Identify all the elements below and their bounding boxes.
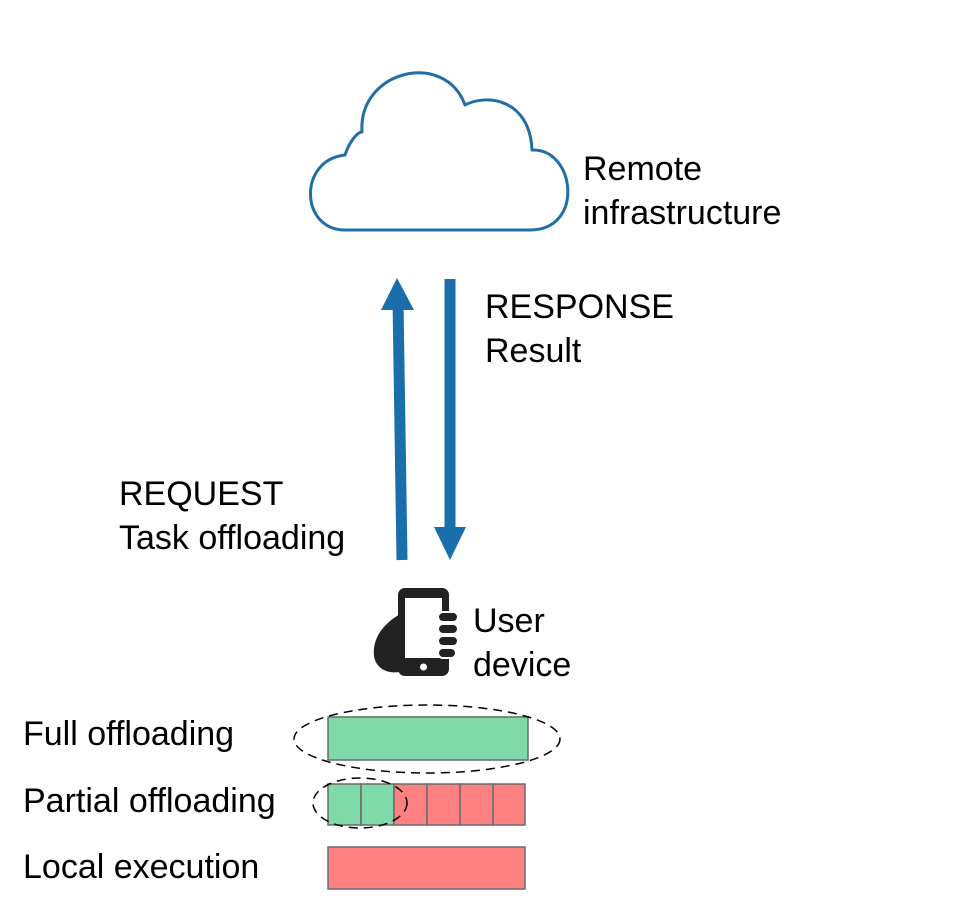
device-label-line2: device (473, 646, 572, 684)
request-arrow (381, 278, 414, 561)
request-label-line2: Task offloading (119, 519, 346, 557)
response-label-line1: RESPONSE (485, 288, 674, 326)
partial-segment-3 (393, 783, 428, 826)
partial-segment-1 (327, 783, 362, 826)
partial-segment-5 (459, 783, 494, 826)
remote-label-line1: Remote (583, 150, 703, 188)
cloud-icon (309, 71, 570, 232)
full-offloading-ellipse (293, 704, 561, 774)
mode-label-local-execution: Local execution (23, 848, 260, 886)
mode-label-partial-offloading: Partial offloading (23, 782, 276, 820)
phone-in-hand-icon (373, 588, 459, 676)
response-arrow (434, 279, 466, 560)
partial-offloading-ellipse (312, 777, 408, 829)
response-label-line2: Result (485, 332, 582, 370)
device-label-line1: User (473, 602, 545, 640)
full-offloading-bar (327, 716, 529, 761)
mode-label-full-offloading: Full offloading (23, 715, 235, 753)
remote-label-line2: infrastructure (583, 194, 782, 232)
partial-segment-4 (426, 783, 461, 826)
local-execution-bar (327, 846, 526, 890)
partial-segment-6 (492, 783, 526, 826)
request-label-line1: REQUEST (119, 475, 284, 513)
partial-segment-2 (360, 783, 395, 826)
partial-offloading-bar (327, 783, 526, 826)
